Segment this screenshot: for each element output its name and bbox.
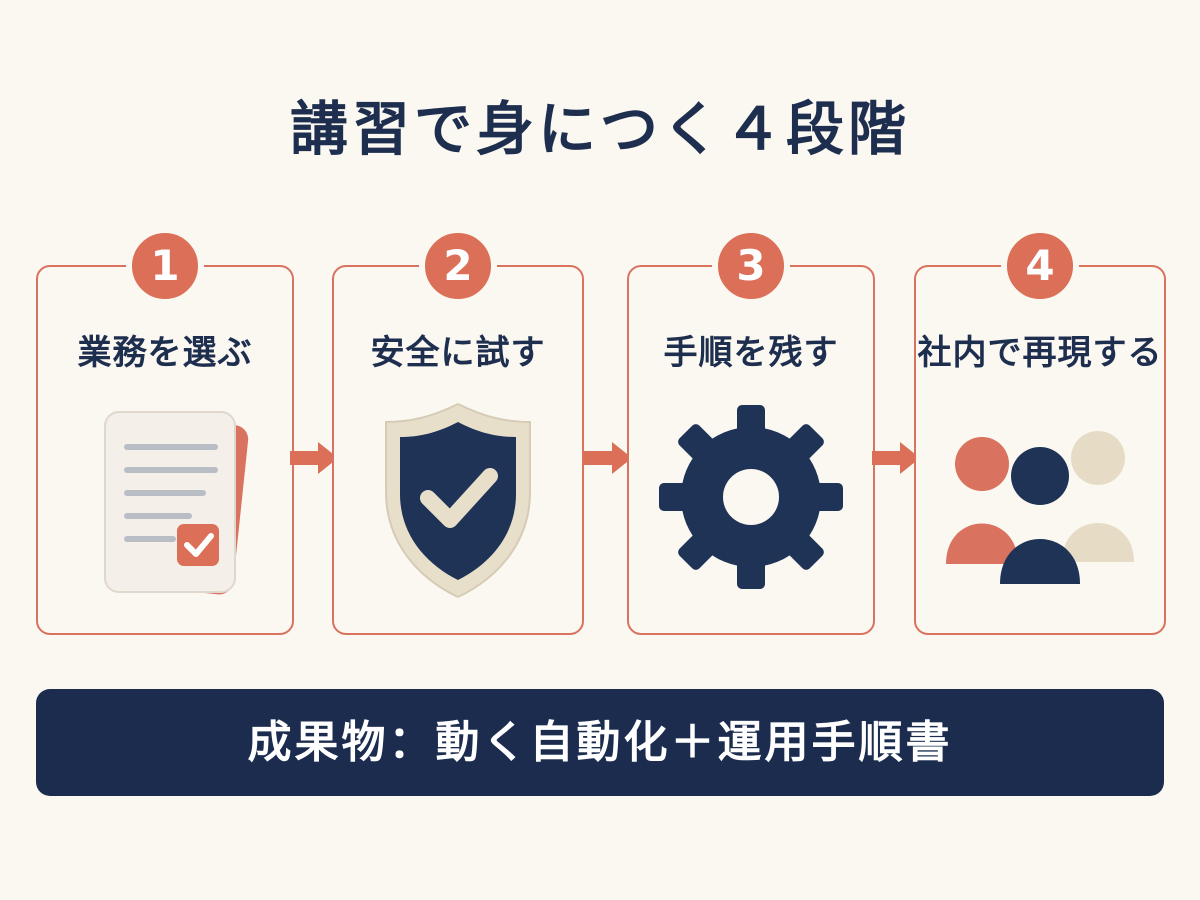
step-number-badge: 3: [712, 227, 790, 305]
page-title: 講習で身につく４段階: [289, 95, 910, 163]
gear-icon: [629, 392, 873, 622]
shield-check-icon: [334, 392, 582, 622]
step-number-badge: 1: [126, 227, 204, 305]
step-number-badge: 4: [1001, 227, 1079, 305]
step-card-4: 4 社内で再現する: [914, 227, 1166, 635]
people-group-icon: [916, 392, 1164, 622]
arrow-right-icon: [584, 442, 632, 474]
step-label: 業務を選ぶ: [77, 333, 253, 373]
step-label: 安全に試す: [370, 333, 546, 373]
step-label: 社内で再現する: [917, 333, 1163, 373]
deliverable-banner: 成果物：動く自動化＋運用手順書: [36, 689, 1164, 796]
document-checklist-icon: [38, 392, 292, 622]
step-number-badge: 2: [419, 227, 497, 305]
step-card-1: 1 業務を選ぶ: [36, 227, 294, 635]
step-label: 手順を残す: [663, 333, 839, 373]
step-card-3: 3 手順を残す: [627, 227, 875, 635]
step-card-2: 2 安全に試す: [332, 227, 584, 635]
arrow-right-icon: [290, 442, 338, 474]
arrow-right-icon: [872, 442, 920, 474]
